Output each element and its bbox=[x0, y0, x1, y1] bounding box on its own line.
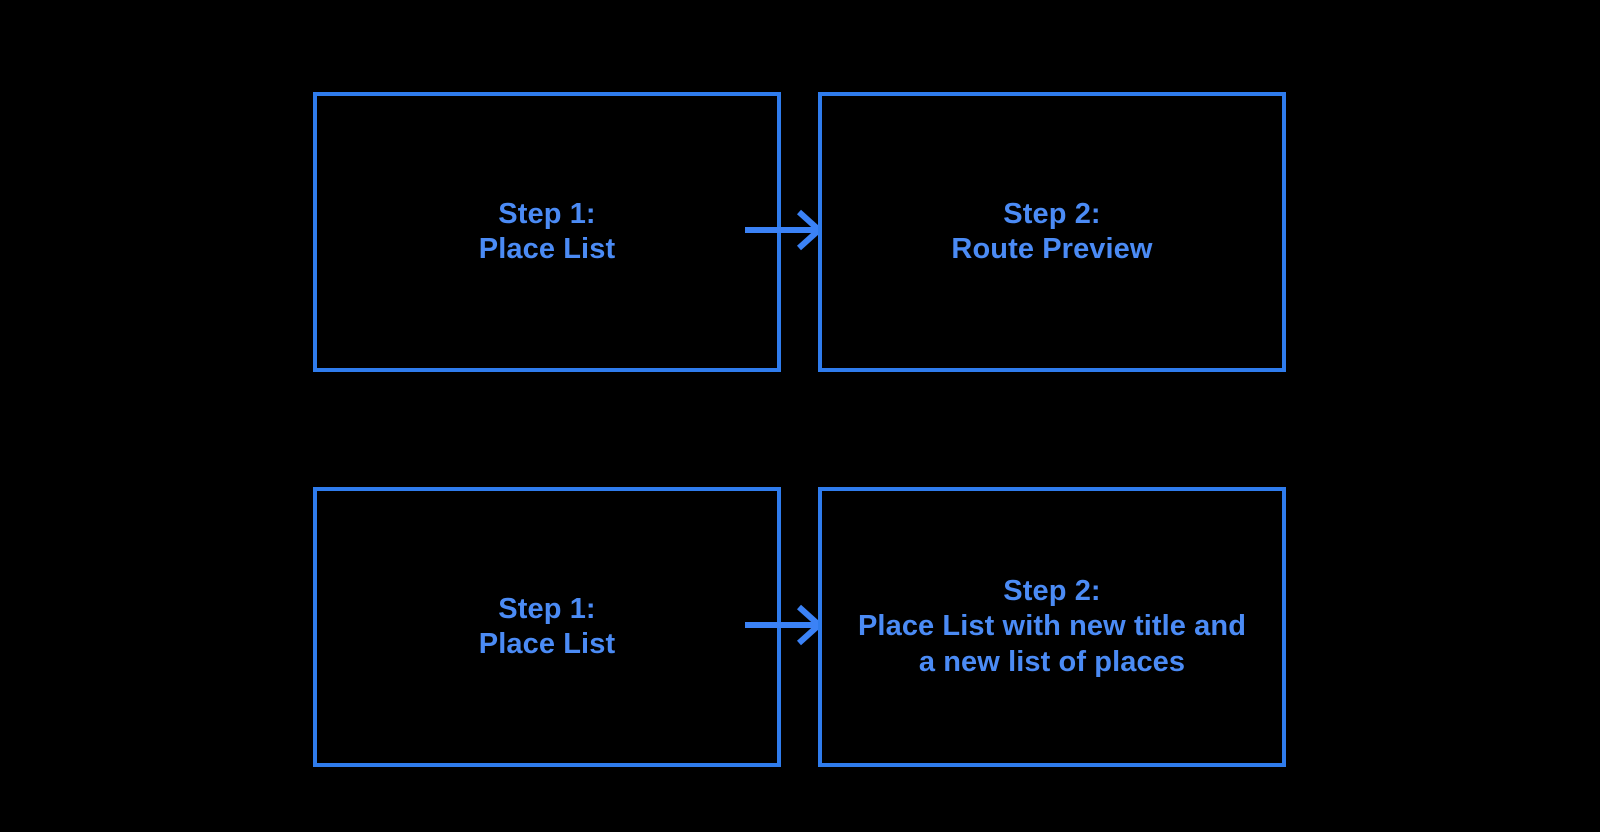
flow-row-new-place-list: Step 1: Place List Step 2: Place List wi… bbox=[0, 481, 1600, 767]
step-box-label: Step 1: Place List bbox=[478, 197, 616, 265]
step-box-place-list-bottom[interactable]: Step 1: Place List bbox=[313, 487, 781, 767]
step-box-label: Step 2: Place List with new title and a … bbox=[857, 574, 1247, 678]
step-box-label: Step 1: Place List bbox=[478, 592, 616, 660]
step-box-label: Step 2: Route Preview bbox=[951, 197, 1153, 265]
step-box-route-preview[interactable]: Step 2: Route Preview bbox=[818, 92, 1286, 372]
step-box-place-list-top[interactable]: Step 1: Place List bbox=[313, 92, 781, 372]
flow-row-route-preview: Step 1: Place List Step 2: Route Preview bbox=[0, 86, 1600, 372]
step-box-new-place-list[interactable]: Step 2: Place List with new title and a … bbox=[818, 487, 1286, 767]
